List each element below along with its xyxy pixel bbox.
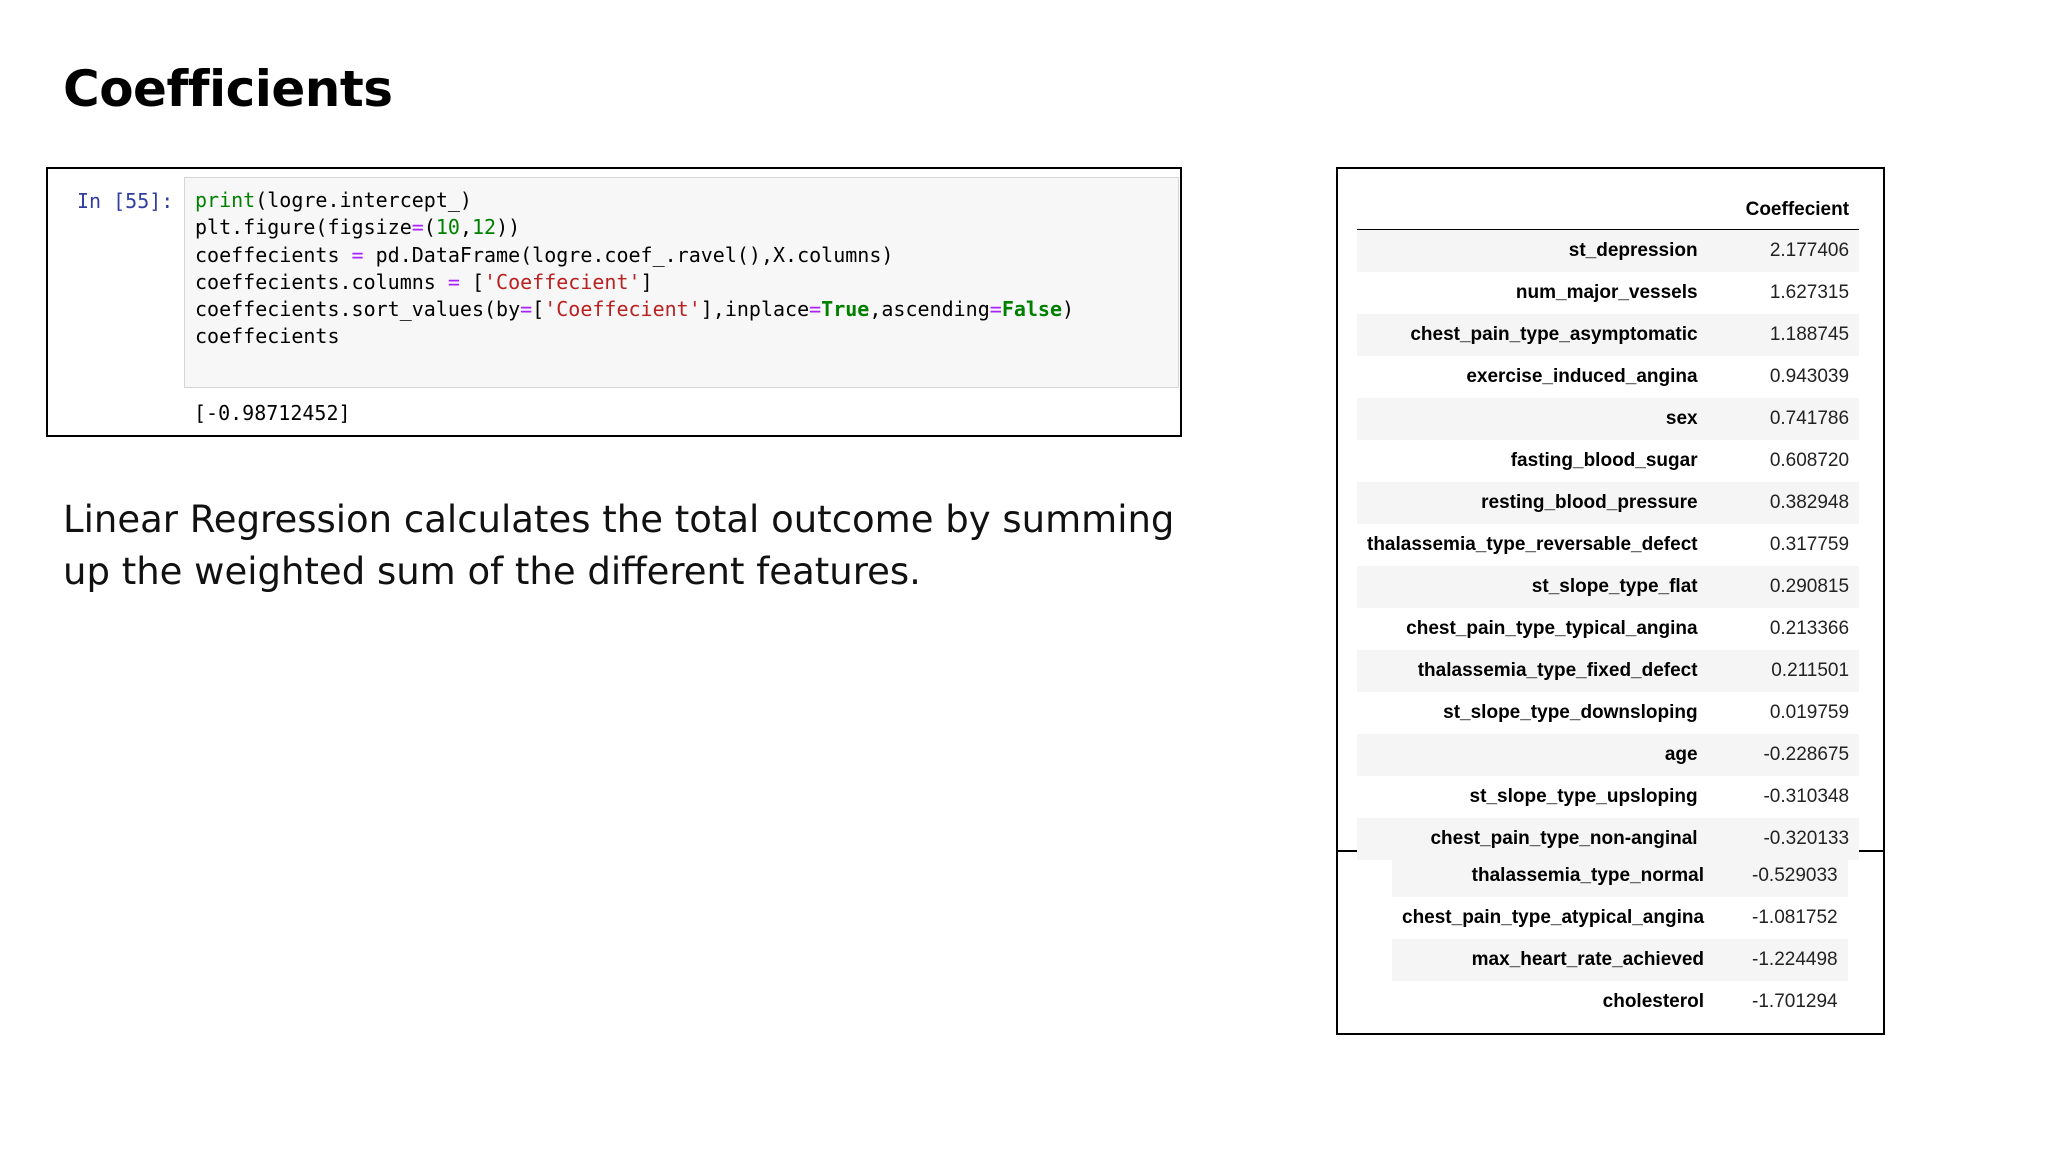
code-line-6: coeffecients xyxy=(195,324,340,349)
coefficient-value: -0.228675 xyxy=(1735,734,1860,776)
table-row: thalassemia_type_normal-0.529033 xyxy=(1392,855,1848,897)
feature-name: chest_pain_type_atypical_angina xyxy=(1402,907,1705,928)
coefficient-value: 0.608720 xyxy=(1769,450,1850,471)
feature-name: st_slope_type_upsloping xyxy=(1469,786,1698,807)
feature-name: cholesterol xyxy=(1602,991,1705,1012)
feature-name: sex xyxy=(1357,398,1736,440)
slide-title: Coefficients xyxy=(63,60,393,118)
coefficient-value: 0.211501 xyxy=(1735,650,1860,692)
table-header-row: Coeffecient xyxy=(1357,175,1860,230)
coefficient-value: 1.627315 xyxy=(1769,282,1850,303)
coefficient-value: 0.943039 xyxy=(1769,366,1850,387)
feature-name: st_slope_type_downsloping xyxy=(1443,702,1698,723)
table-row: chest_pain_type_typical_angina 0.213366 xyxy=(1357,608,1859,650)
feature-name: thalassemia_type_normal xyxy=(1392,855,1743,897)
coefficient-value: -1.701294 xyxy=(1752,991,1838,1012)
coefficient-value: 2.177406 xyxy=(1735,229,1860,272)
coefficient-value: 1.188745 xyxy=(1735,314,1860,356)
feature-name: chest_pain_type_asymptomatic xyxy=(1357,314,1736,356)
feature-name: chest_pain_type_non-anginal xyxy=(1357,818,1736,860)
table-row: fasting_blood_sugar 0.608720 xyxy=(1357,440,1859,482)
feature-name: num_major_vessels xyxy=(1515,282,1698,303)
feature-name: st_depression xyxy=(1357,229,1736,272)
coefficient-value: -1.224498 xyxy=(1742,939,1848,981)
table-row: age-0.228675 xyxy=(1357,734,1860,776)
feature-name: chest_pain_type_typical_angina xyxy=(1406,618,1698,639)
code-line-5: coeffecients.sort_values(by=['Coeffecien… xyxy=(195,297,1075,322)
table-row: thalassemia_type_reversable_defect 0.3177… xyxy=(1357,524,1859,566)
coefficient-value: 0.019759 xyxy=(1769,702,1850,723)
table-row: st_slope_type_downsloping 0.019759 xyxy=(1357,692,1859,734)
table-row: num_major_vessels 1.627315 xyxy=(1357,272,1859,314)
table-row: chest_pain_type_non-anginal-0.320133 xyxy=(1357,818,1860,860)
feature-name: resting_blood_pressure xyxy=(1357,482,1736,524)
cell-output: [-0.98712452] xyxy=(194,401,351,425)
index-header xyxy=(1357,175,1736,230)
code-input-area[interactable]: print(logre.intercept_) plt.figure(figsi… xyxy=(184,177,1179,388)
feature-name: fasting_blood_sugar xyxy=(1510,450,1698,471)
feature-name: thalassemia_type_reversable_defect xyxy=(1367,534,1698,555)
feature-name: st_slope_type_flat xyxy=(1357,566,1736,608)
coefficient-value: -1.081752 xyxy=(1752,907,1838,928)
notebook-cell: In [55]: print(logre.intercept_) plt.fig… xyxy=(46,167,1182,437)
table-row: max_heart_rate_achieved-1.224498 xyxy=(1392,939,1848,981)
code-line-2: plt.figure(figsize=(10,12)) xyxy=(195,215,521,240)
coefficient-value: 0.317759 xyxy=(1769,534,1850,555)
coefficient-value: -0.310348 xyxy=(1763,786,1850,807)
feature-name: thalassemia_type_fixed_defect xyxy=(1357,650,1736,692)
table-row: cholesterol -1.701294 xyxy=(1392,981,1848,1023)
code-line-3: coeffecients = pd.DataFrame(logre.coef_.… xyxy=(195,242,894,267)
column-header: Coeffecient xyxy=(1735,175,1860,230)
coefficient-value: -0.529033 xyxy=(1742,855,1848,897)
feature-name: max_heart_rate_achieved xyxy=(1392,939,1743,981)
description-text: Linear Regression calculates the total o… xyxy=(63,498,1175,593)
table-row: chest_pain_type_atypical_angina -1.081752 xyxy=(1392,897,1848,939)
table-row: exercise_induced_angina 0.943039 xyxy=(1357,356,1859,398)
feature-name: exercise_induced_angina xyxy=(1466,366,1698,387)
code-line-1: print(logre.intercept_) xyxy=(195,188,472,212)
coefficient-value: 0.213366 xyxy=(1769,618,1850,639)
coefficient-value: 0.382948 xyxy=(1735,482,1860,524)
coefficient-value: -0.320133 xyxy=(1735,818,1860,860)
feature-name: age xyxy=(1357,734,1736,776)
table-row: st_slope_type_upsloping -0.310348 xyxy=(1357,776,1859,818)
coefficient-value: 0.290815 xyxy=(1735,566,1860,608)
input-prompt: In [55]: xyxy=(77,189,174,213)
code-line-4: coeffecients.columns = ['Coeffecient'] xyxy=(195,269,653,294)
coefficient-value: 0.741786 xyxy=(1735,398,1860,440)
